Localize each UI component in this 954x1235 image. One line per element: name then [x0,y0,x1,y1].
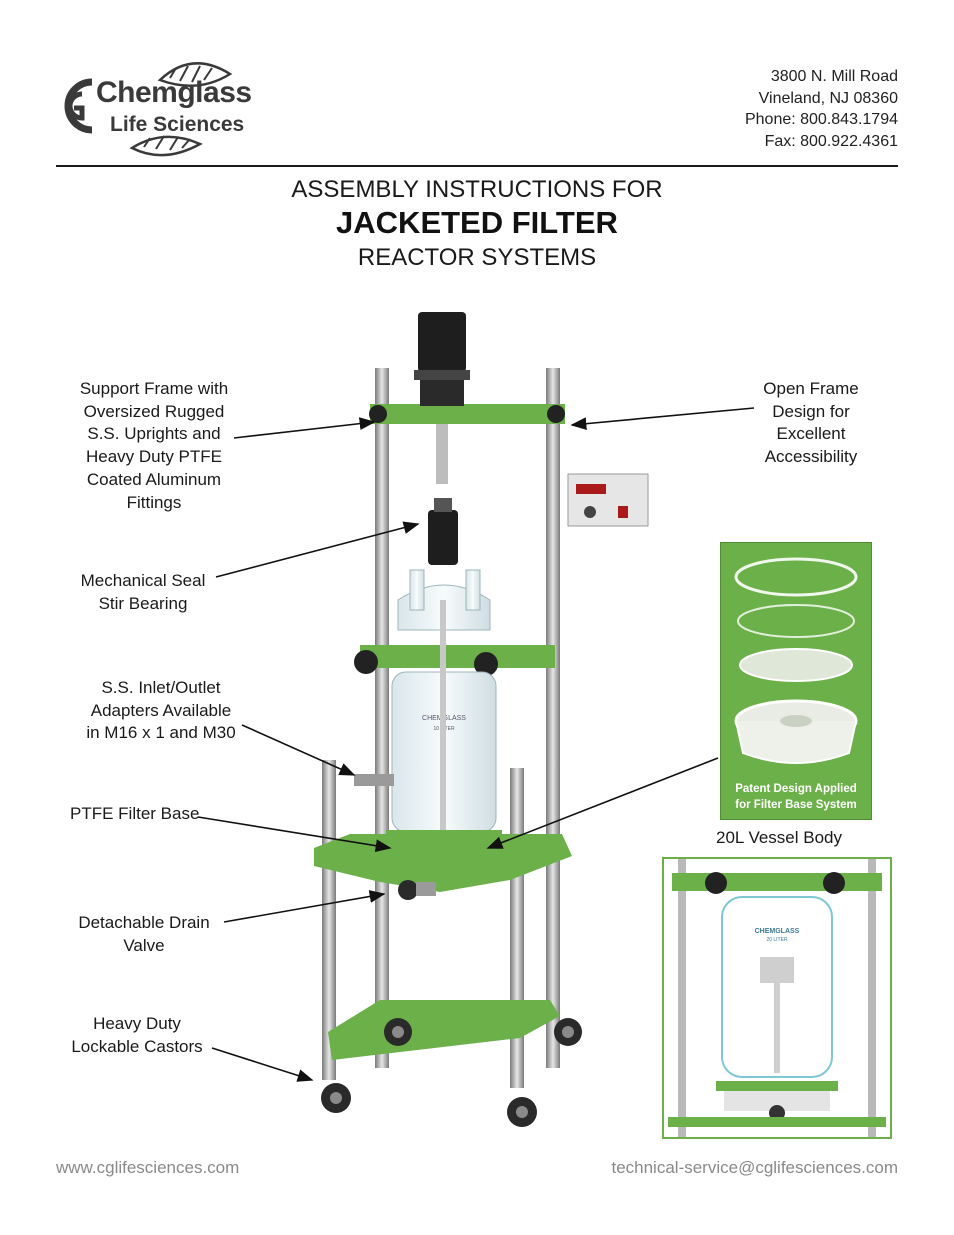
filter-base-exploded-image [734,557,858,764]
title-line-1: ASSEMBLY INSTRUCTIONS FOR [291,176,663,203]
callout-support-frame: Support Frame with Oversized Rugged S.S.… [70,378,238,514]
callout-text: Detachable Drain [78,913,210,932]
reactor-system-image: CHEMGLASS 10 LITER [314,312,649,1127]
logo-wordmark: Chemglass [96,76,252,109]
company-address: 3800 N. Mill Road Vineland, NJ 08360 Pho… [745,66,898,152]
callout-text: S.S. Uprights and [87,424,221,444]
callout-castors: Heavy Duty Lockable Castors [62,1013,212,1058]
callout-text: Design for [772,401,850,421]
filter-caption-line-2: for Filter Base System [735,799,857,811]
chemglass-logo-icon [64,62,233,157]
callout-text: Support Frame with [79,379,229,398]
callout-text: Heavy Duty [93,1014,181,1033]
callout-text: Fittings [126,492,182,512]
address-phone: Phone: 800.843.1794 [744,111,898,128]
logo-subtitle: Life Sciences [110,113,245,136]
title-line-3: REACTOR SYSTEMS [357,244,597,271]
address-fax: Fax: 800.922.4361 [764,132,898,150]
footer-website[interactable]: www.cglifesciences.com [56,1158,240,1177]
callout-text: Stir Bearing [98,593,188,613]
vessel-brand-mark: CHEMGLASS [755,928,800,935]
callout-text: Open Frame [763,379,859,398]
vessel-label: 20L Vessel Body [716,828,843,847]
callout-filter-base: PTFE Filter Base [70,803,200,826]
callout-text: Oversized Rugged [83,401,225,421]
callout-text: in M16 x 1 and M30 [86,723,236,743]
vessel-volume-mark: 20 LITER [766,937,788,943]
address-city: Vineland, NJ 08360 [758,89,898,107]
callout-open-frame: Open Frame Design for Excellent Accessib… [752,378,870,469]
callout-text: Excellent [776,424,846,444]
callout-inlet-outlet: S.S. Inlet/Outlet Adapters Available in … [78,677,244,745]
header-divider [56,165,898,167]
vessel-body-panel: CHEMGLASS 20 LITER [662,857,892,1139]
callout-text: Lockable Castors [71,1036,203,1056]
footer-email[interactable]: technical-service@cglifesciences.com [611,1158,898,1177]
vessel-body-image: CHEMGLASS 20 LITER [668,859,886,1137]
filter-panel-caption: Patent Design Applied for Filter Base Sy… [721,781,871,813]
callout-text: Mechanical Seal [80,571,206,590]
callout-text: PTFE Filter Base [70,804,200,823]
callout-text: Heavy Duty PTFE [85,447,223,467]
callout-text: Valve [123,935,165,955]
address-street: 3800 N. Mill Road [770,68,898,85]
filter-base-panel: Patent Design Applied for Filter Base Sy… [720,542,872,820]
callout-text: Accessibility [764,447,858,467]
callout-text: Adapters Available [90,700,232,720]
callout-mechanical-seal: Mechanical Seal Stir Bearing [70,570,216,615]
callout-drain-valve: Detachable Drain Valve [66,912,222,957]
title-line-2: JACKETED FILTER [336,205,618,240]
callout-text: S.S. Inlet/Outlet [101,678,221,697]
callout-text: Coated Aluminum [86,469,222,489]
filter-caption-line-1: Patent Design Applied [735,783,857,795]
